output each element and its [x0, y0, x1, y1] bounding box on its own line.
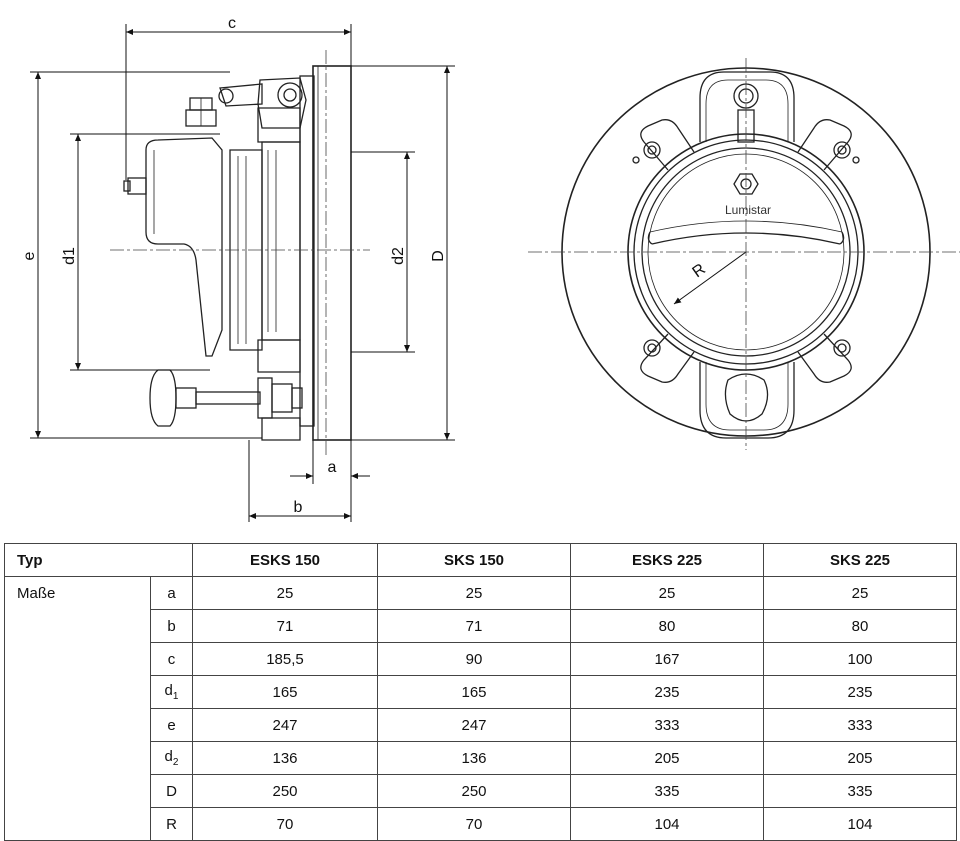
table-cell: 70: [377, 807, 571, 841]
header-typ: Typ: [4, 543, 193, 577]
table-cell: 247: [192, 708, 378, 742]
header-col-1: ESKS 150: [192, 543, 378, 577]
symbol-subscript: 1: [172, 691, 179, 702]
table-cell: 333: [763, 708, 957, 742]
table-cell: 333: [570, 708, 764, 742]
dimension-table: Typ ESKS 150 SKS 150 ESKS 225 SKS 225 Ma…: [4, 543, 957, 841]
dimension-symbol: a: [150, 576, 193, 610]
symbol-text: e: [167, 716, 176, 734]
label-R: R: [690, 261, 709, 282]
technical-drawing: c e d1 d2 D a b: [21, 15, 960, 522]
dimension-symbol: d2: [150, 741, 193, 775]
table-cell: 335: [763, 774, 957, 808]
table-cell: 136: [377, 741, 571, 775]
table-cell: 25: [763, 576, 957, 610]
front-centerlines: [528, 58, 960, 450]
dimension-symbol: d1: [150, 675, 193, 709]
dimension-labels: c e d1 d2 D a b: [21, 15, 447, 516]
table-cell: 205: [570, 741, 764, 775]
table-cell: 80: [570, 609, 764, 643]
table-cell: 90: [377, 642, 571, 676]
dimension-symbol: D: [150, 774, 193, 808]
header-col-3: ESKS 225: [570, 543, 764, 577]
table-cell: 25: [377, 576, 571, 610]
dimension-symbol: c: [150, 642, 193, 676]
label-b: b: [294, 499, 303, 516]
table-cell: 167: [570, 642, 764, 676]
table-cell: 235: [763, 675, 957, 709]
header-col-2: SKS 150: [377, 543, 571, 577]
dimension-symbol: e: [150, 708, 193, 742]
table-cell: 235: [570, 675, 764, 709]
table-cell: 335: [570, 774, 764, 808]
table-cell: 165: [377, 675, 571, 709]
table-cell: 185,5: [192, 642, 378, 676]
table-cell: 80: [763, 609, 957, 643]
label-a: a: [328, 459, 337, 476]
table-cell: 205: [763, 741, 957, 775]
label-c: c: [228, 15, 236, 32]
symbol-text: b: [167, 617, 176, 635]
dimension-symbol: R: [150, 807, 193, 841]
table-cell: 250: [377, 774, 571, 808]
table-cell: 70: [192, 807, 378, 841]
symbol-text: D: [166, 782, 177, 800]
table-cell: 100: [763, 642, 957, 676]
table-cell: 165: [192, 675, 378, 709]
table-cell: 250: [192, 774, 378, 808]
group-label: Maße: [4, 576, 151, 841]
symbol-text: c: [167, 650, 176, 668]
table-cell: 104: [570, 807, 764, 841]
table-cell: 136: [192, 741, 378, 775]
label-d1: d1: [61, 247, 78, 265]
dimension-symbol: b: [150, 609, 193, 643]
table-cell: 25: [192, 576, 378, 610]
table-header-row: Typ ESKS 150 SKS 150 ESKS 225 SKS 225: [4, 543, 957, 577]
symbol-text: R: [166, 815, 177, 833]
side-centerlines: [110, 50, 370, 455]
symbol-subscript: 2: [172, 757, 179, 768]
side-view: [123, 65, 352, 441]
symbol-text: a: [167, 584, 176, 602]
table-cell: 71: [192, 609, 378, 643]
logo-text: Lumistar: [725, 203, 771, 217]
table-cell: 25: [570, 576, 764, 610]
label-D: D: [430, 250, 447, 262]
dimension-lines: [30, 24, 455, 522]
label-e: e: [21, 251, 38, 260]
table-cell: 104: [763, 807, 957, 841]
table-cell: 247: [377, 708, 571, 742]
table-cell: 71: [377, 609, 571, 643]
symbol-text: d: [164, 748, 173, 765]
header-col-4: SKS 225: [763, 543, 957, 577]
label-d2: d2: [390, 247, 407, 265]
symbol-text: d: [164, 682, 173, 699]
